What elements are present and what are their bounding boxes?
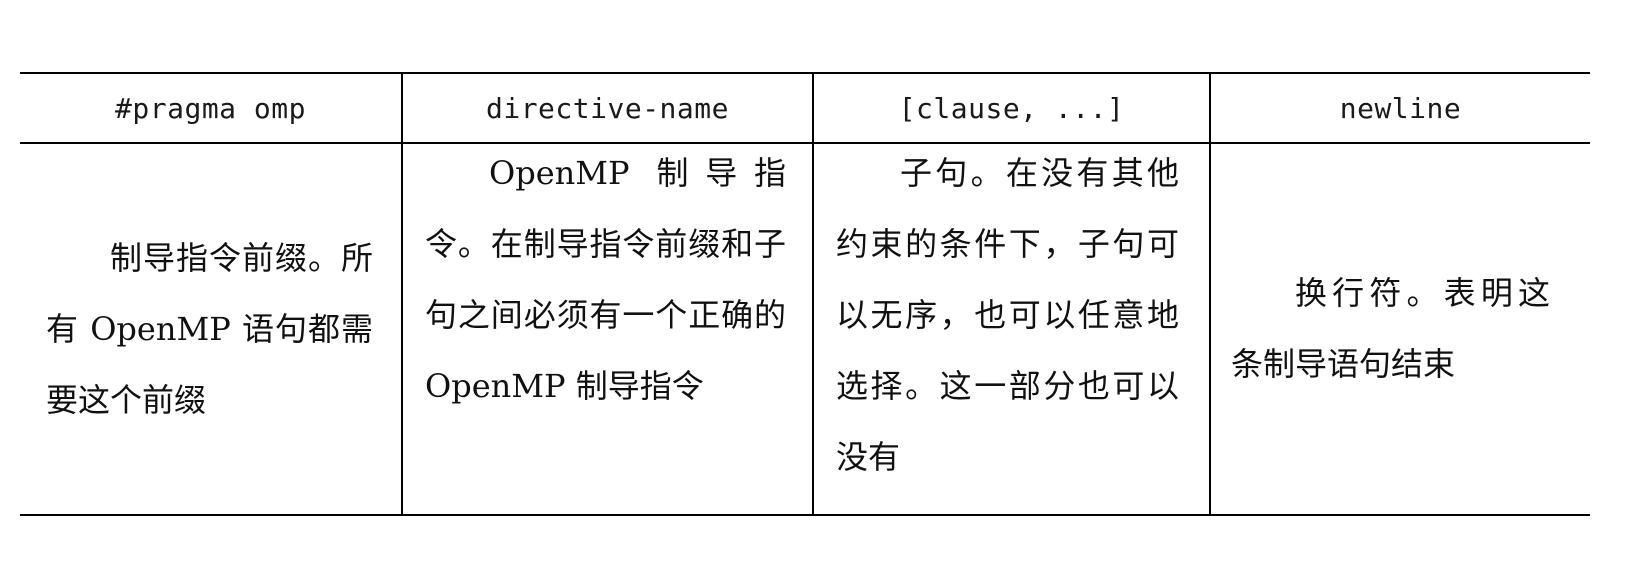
openmp-directive-syntax-table: #pragma omp directive-name [clause, ...]… (20, 72, 1590, 516)
directive-description-text: OpenMP 制导指令。在制导指令前缀和子句之间必须有一个正确的 OpenMP … (425, 154, 786, 405)
header-pragma-omp: #pragma omp (115, 91, 306, 125)
cell-clause-description: 子句。在没有其他约束的条件下，子句可以无序，也可以任意地选择。这一部分也可以没有 (812, 143, 1210, 515)
cell-newline-description: 换行符。表明这条制导语句结束 (1209, 143, 1590, 515)
header-directive-name: directive-name (401, 73, 813, 143)
newline-description-text: 换行符。表明这条制导语句结束 (1231, 274, 1550, 383)
header-newline: newline (1209, 73, 1590, 143)
cell-directive-description: OpenMP 制导指令。在制导指令前缀和子句之间必须有一个正确的 OpenMP … (401, 143, 813, 515)
table-row: 制导指令前缀。所有 OpenMP 语句都需要这个前缀 OpenMP 制导指令。在… (20, 143, 1590, 515)
cell-pragma-description: 制导指令前缀。所有 OpenMP 语句都需要这个前缀 (20, 143, 402, 515)
clause-description-text: 子句。在没有其他约束的条件下，子句可以无序，也可以任意地选择。这一部分也可以没有 (836, 154, 1179, 476)
header-clause: [clause, ...] (812, 73, 1210, 143)
pragma-description-text: 制导指令前缀。所有 OpenMP 语句都需要这个前缀 (46, 238, 373, 419)
table-header-row: #pragma omp directive-name [clause, ...]… (20, 73, 1590, 143)
